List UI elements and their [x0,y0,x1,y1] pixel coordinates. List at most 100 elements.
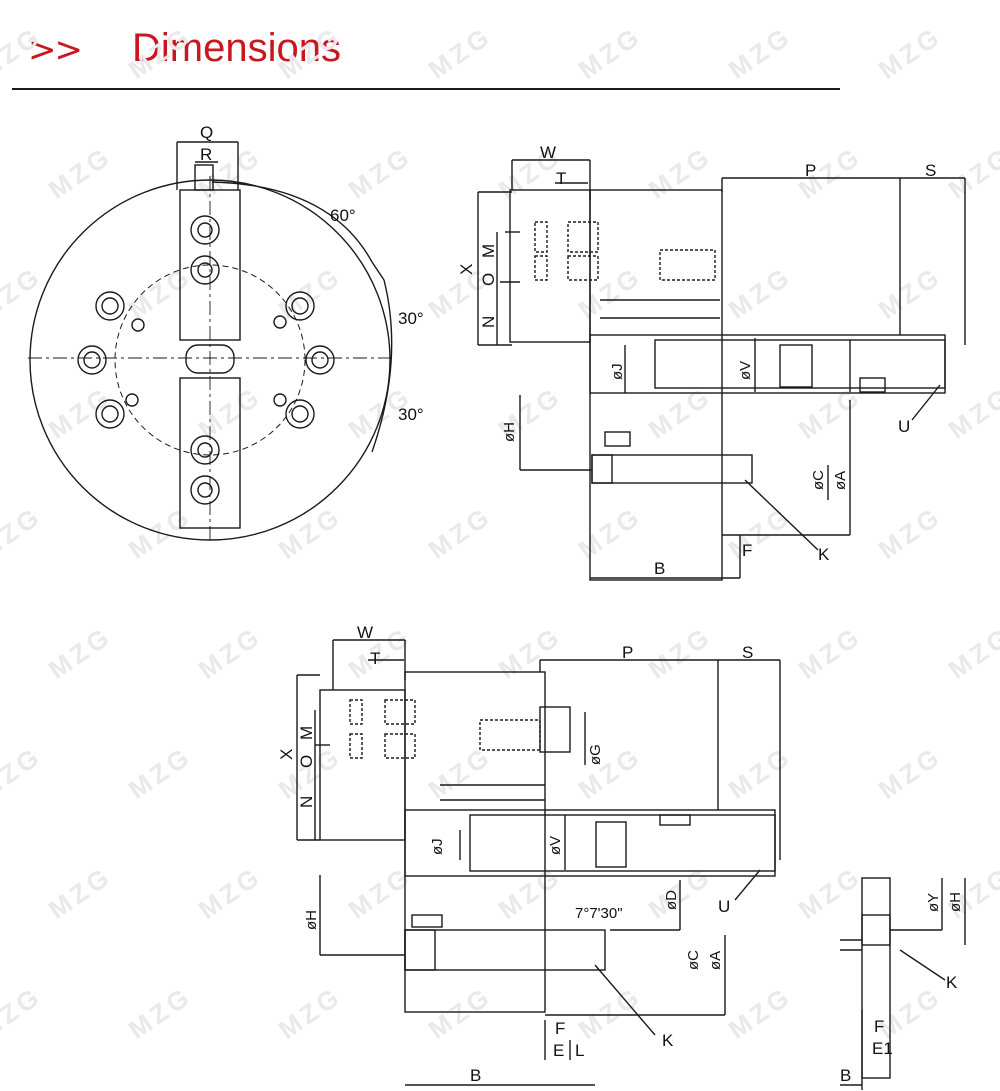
watermark-text: MZG [573,260,647,325]
jaw-screw-2 [190,255,220,285]
dim-a-2: øA [707,951,724,970]
watermark-text: MZG [193,860,267,925]
angle-30-b: 30° [398,405,424,424]
bolt-head [539,706,571,753]
side-view-top [477,159,966,581]
watermark-text: MZG [0,980,47,1045]
mount-hole-2 [285,291,315,321]
dim-b-2: B [470,1066,481,1085]
dim-l-2: L [575,1041,584,1060]
watermark-text: MZG [123,20,197,85]
dim-f: F [742,541,752,560]
page-title: Dimensions [132,26,341,70]
small-hole-2 [273,315,287,329]
watermark-text: MZG [0,20,47,85]
dim-p: P [805,161,816,180]
watermark-text: MZG [723,980,797,1045]
dim-q: Q [200,123,213,142]
dim-c-2: øC [685,950,702,970]
angle-60: 60° [330,206,356,225]
dim-o: O [479,273,498,286]
jaw-screw-4 [190,475,220,505]
front-view [28,141,393,542]
mount-hole-6 [285,399,315,429]
dim-n-2: N [297,796,316,808]
dim-a: øA [832,471,849,490]
dim-t-2: T [370,649,380,668]
watermark-text: MZG [723,740,797,805]
watermark-text: MZG [123,980,197,1045]
dim-b-detail: B [840,1066,851,1085]
jaw-screw-3 [190,435,220,465]
watermark-text: MZG [423,20,497,85]
dim-j-2: øJ [429,838,446,855]
watermark-text: MZG [793,380,867,445]
dim-m: M [479,244,498,258]
watermark-text: MZG [873,20,947,85]
dim-f-detail: F [874,1017,884,1036]
mount-hole-4 [305,345,335,375]
dim-r: R [200,145,212,164]
dim-u: U [898,417,910,436]
watermark-text: MZG [123,260,197,325]
watermark-text: MZG [43,620,117,685]
dim-u-2: U [718,897,730,916]
angle-30-a: 30° [398,309,424,328]
watermark-text: MZG [0,500,47,565]
chevron-icon: >> [28,30,83,70]
dim-w: W [540,143,556,162]
watermark-text: MZG [873,500,947,565]
dim-v: øV [737,361,754,380]
watermark-text: MZG [643,140,717,205]
detail-body [861,877,891,1079]
small-hole-3 [125,393,139,407]
dim-x: X [457,264,476,275]
watermark-text: MZG [43,860,117,925]
watermark-text: MZG [943,140,1000,205]
small-hole-4 [273,393,287,407]
dim-g-2: øG [587,744,604,765]
dim-x-2: X [277,749,296,760]
header-divider [12,88,840,90]
dim-m-2: M [297,726,316,740]
dim-p-2: P [622,643,633,662]
dim-f-2: F [555,1019,565,1038]
watermark-text: MZG [643,380,717,445]
watermark-text: MZG [423,740,497,805]
watermark-text: MZG [493,860,567,925]
dim-w-2: W [357,623,373,642]
watermark-text: MZG [423,500,497,565]
dim-s: S [925,161,936,180]
watermark-text: MZG [723,20,797,85]
lower-jaw [179,377,241,529]
watermark-text: MZG [793,860,867,925]
watermark-text: MZG [193,380,267,445]
dim-s-2: S [742,643,753,662]
watermark-text: MZG [273,20,347,85]
dim-t: T [556,169,566,188]
detail-view [840,877,966,1090]
watermark-text: MZG [723,500,797,565]
dim-k: K [818,545,830,564]
jaw-section-2 [319,689,406,841]
mount-hole-1 [95,291,125,321]
dim-h-detail: øH [947,892,964,912]
taper-angle: 7°7'30" [575,905,623,922]
watermark-text: MZG [123,740,197,805]
dim-k-2: K [662,1031,674,1050]
dim-d-2: øD [663,890,680,910]
draw-tube [589,334,946,394]
watermark-text: MZG [0,740,47,805]
watermark-text: MZG [943,620,1000,685]
watermark-text: MZG [43,140,117,205]
watermark-text: MZG [943,380,1000,445]
watermark-text: MZG [573,500,647,565]
watermark-text: MZG [343,140,417,205]
watermark-text: MZG [273,980,347,1045]
dim-h-2: øH [303,910,320,930]
dim-e1-detail: E1 [872,1039,893,1058]
watermark-text: MZG [723,260,797,325]
chuck-body-section-2 [404,671,546,1013]
watermark-text: MZG [193,620,267,685]
